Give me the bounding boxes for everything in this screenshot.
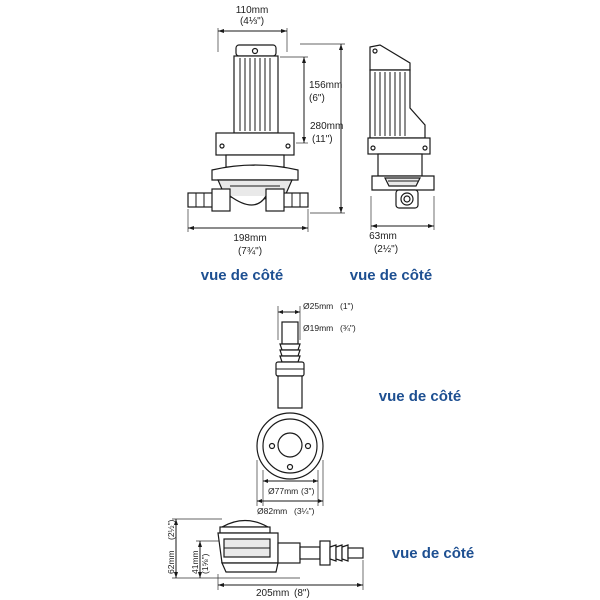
height-body-inch: (1⅝")	[200, 553, 210, 574]
motor-height-mm: 156mm	[309, 80, 342, 91]
bowl-inner-inch: (3")	[301, 486, 315, 496]
base-length-mm: 198mm	[233, 233, 266, 244]
outer-diameter-mm: Ø25mm	[303, 301, 333, 311]
caption-strainer-top: vue de côté	[379, 388, 462, 405]
bowl-inner-mm: Ø77mm	[268, 486, 298, 496]
bowl-outer-inch: (3¼")	[294, 506, 315, 516]
pump-front-view: 110mm (4⅓")	[187, 5, 345, 257]
total-height-mm: 280mm	[310, 121, 343, 132]
top-width-inch: (4⅓")	[240, 16, 264, 27]
height-total-mm: 62mm	[166, 550, 176, 574]
caption-side-view: vue de côté	[350, 267, 433, 284]
motor-height-inch: (6")	[309, 93, 325, 104]
pump-side-view: 63mm (2½")	[367, 44, 435, 255]
length-total-inch: (8")	[294, 588, 310, 599]
inner-diameter-inch: (¾")	[340, 323, 356, 333]
total-height-inch: (11")	[312, 134, 333, 145]
top-width-mm: 110mm	[236, 5, 269, 16]
height-total-inch: (2½")	[166, 519, 176, 540]
length-total-mm: 205mm	[256, 588, 289, 599]
strainer-top-view: Ø25mm (1") Ø19mm (¾") Ø77mm (3") Ø	[256, 301, 356, 516]
bowl-outer-mm: Ø82mm	[257, 506, 287, 516]
outer-diameter-inch: (1")	[340, 301, 354, 311]
side-depth-mm: 63mm	[369, 231, 397, 242]
base-length-inch: (7¾")	[238, 246, 262, 257]
caption-front-view: vue de côté	[201, 267, 284, 284]
height-body-mm: 41mm	[190, 550, 200, 574]
strainer-side-view: 62mm (2½") 41mm (1⅝") 205mm (8")	[166, 518, 364, 599]
inner-diameter-mm: Ø19mm	[303, 323, 333, 333]
side-depth-inch: (2½")	[374, 244, 398, 255]
caption-strainer-side: vue de côté	[392, 545, 475, 562]
